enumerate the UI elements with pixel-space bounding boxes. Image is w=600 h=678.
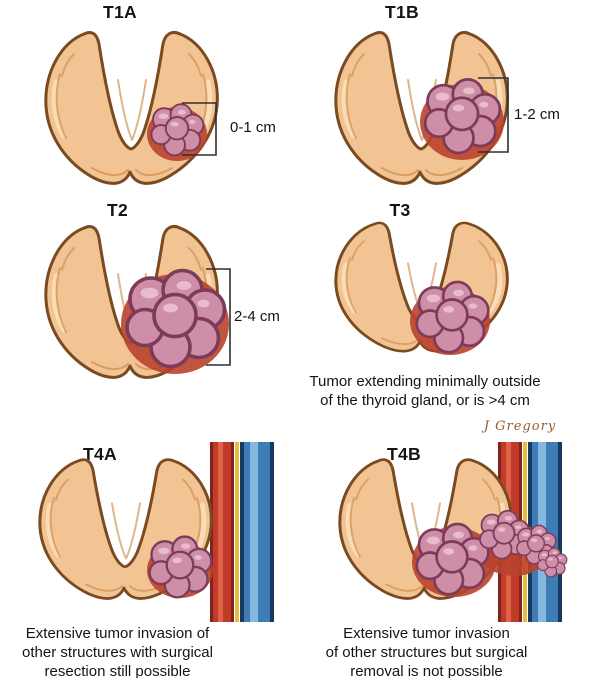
measurement-bracket: [206, 268, 231, 366]
panel-title-t4b: T4B: [387, 444, 421, 464]
panel-t3: T3 Tumor extending minimally outside of …: [290, 196, 600, 422]
caption-t4a-line1: Extensive tumor invasion of: [25, 625, 210, 642]
caption-t4a-line3: resection still possible: [44, 663, 191, 678]
measure-label-t1a: 0-1 cm: [230, 119, 276, 136]
t4a-illustration: [4, 442, 274, 622]
measurement-bracket: [182, 102, 217, 156]
panel-t2: T2 2-4 cm: [0, 196, 290, 422]
t1a-illustration: [10, 16, 250, 194]
panel-t4a: T4A Extensive tumor invasion of other st…: [0, 440, 296, 678]
measure-label-t2: 2-4 cm: [234, 308, 280, 325]
t2-illustration: [10, 212, 231, 397]
thyroid-gland: [46, 32, 217, 183]
caption-t4a-line2: other structures with surgical: [22, 644, 213, 661]
artist-signature: J Gregory: [483, 419, 557, 434]
caption-t3-line2: of the thyroid gland, or is >4 cm: [320, 392, 530, 409]
caption-t4b-line3: removal is not possible: [350, 663, 503, 678]
caption-t4b-line2: of other structures but surgical: [325, 644, 528, 661]
caption-t4b-line1: Extensive tumor invasion: [343, 625, 510, 642]
panel-title-t4a: T4A: [83, 444, 117, 464]
panel-t1a: T1A 0-1 cm: [0, 0, 290, 196]
measure-label-t1b: 1-2 cm: [514, 106, 560, 123]
caption-t4a: Extensive tumor invasion of other struct…: [0, 624, 235, 678]
panel-t4b: T4B Extensive tumor invasion of other st…: [304, 440, 600, 678]
panel-title-t1b: T1B: [385, 2, 419, 22]
blood-vessels: [210, 442, 274, 622]
panel-t1b: T1B 1-2 cm: [290, 0, 600, 196]
panel-title-t1a: T1A: [103, 2, 137, 22]
caption-t3: Tumor extending minimally outside of the…: [290, 372, 560, 410]
panel-title-t3: T3: [389, 200, 411, 220]
caption-t3-line1: Tumor extending minimally outside: [309, 373, 541, 390]
t3-illustration: [300, 212, 540, 355]
measurement-bracket: [478, 77, 509, 153]
t4b-illustration: [306, 442, 568, 622]
caption-t4b: Extensive tumor invasion of other struct…: [304, 624, 549, 678]
panel-title-t2: T2: [106, 200, 129, 220]
t1b-illustration: [300, 16, 540, 194]
